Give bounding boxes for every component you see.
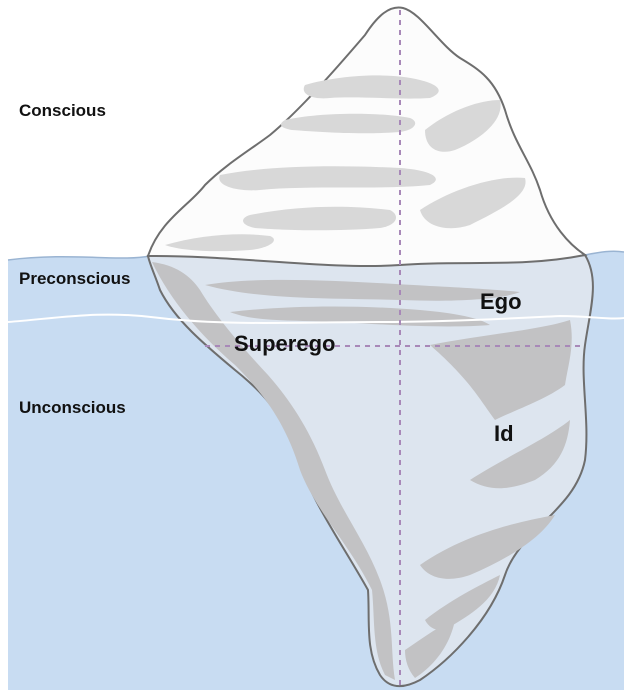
level-label-unconscious: Unconscious [19,398,126,418]
part-label-superego: Superego [234,331,335,357]
part-label-id: Id [494,421,514,447]
level-label-preconscious: Preconscious [19,269,131,289]
level-label-conscious: Conscious [19,101,106,121]
part-label-ego: Ego [480,289,522,315]
